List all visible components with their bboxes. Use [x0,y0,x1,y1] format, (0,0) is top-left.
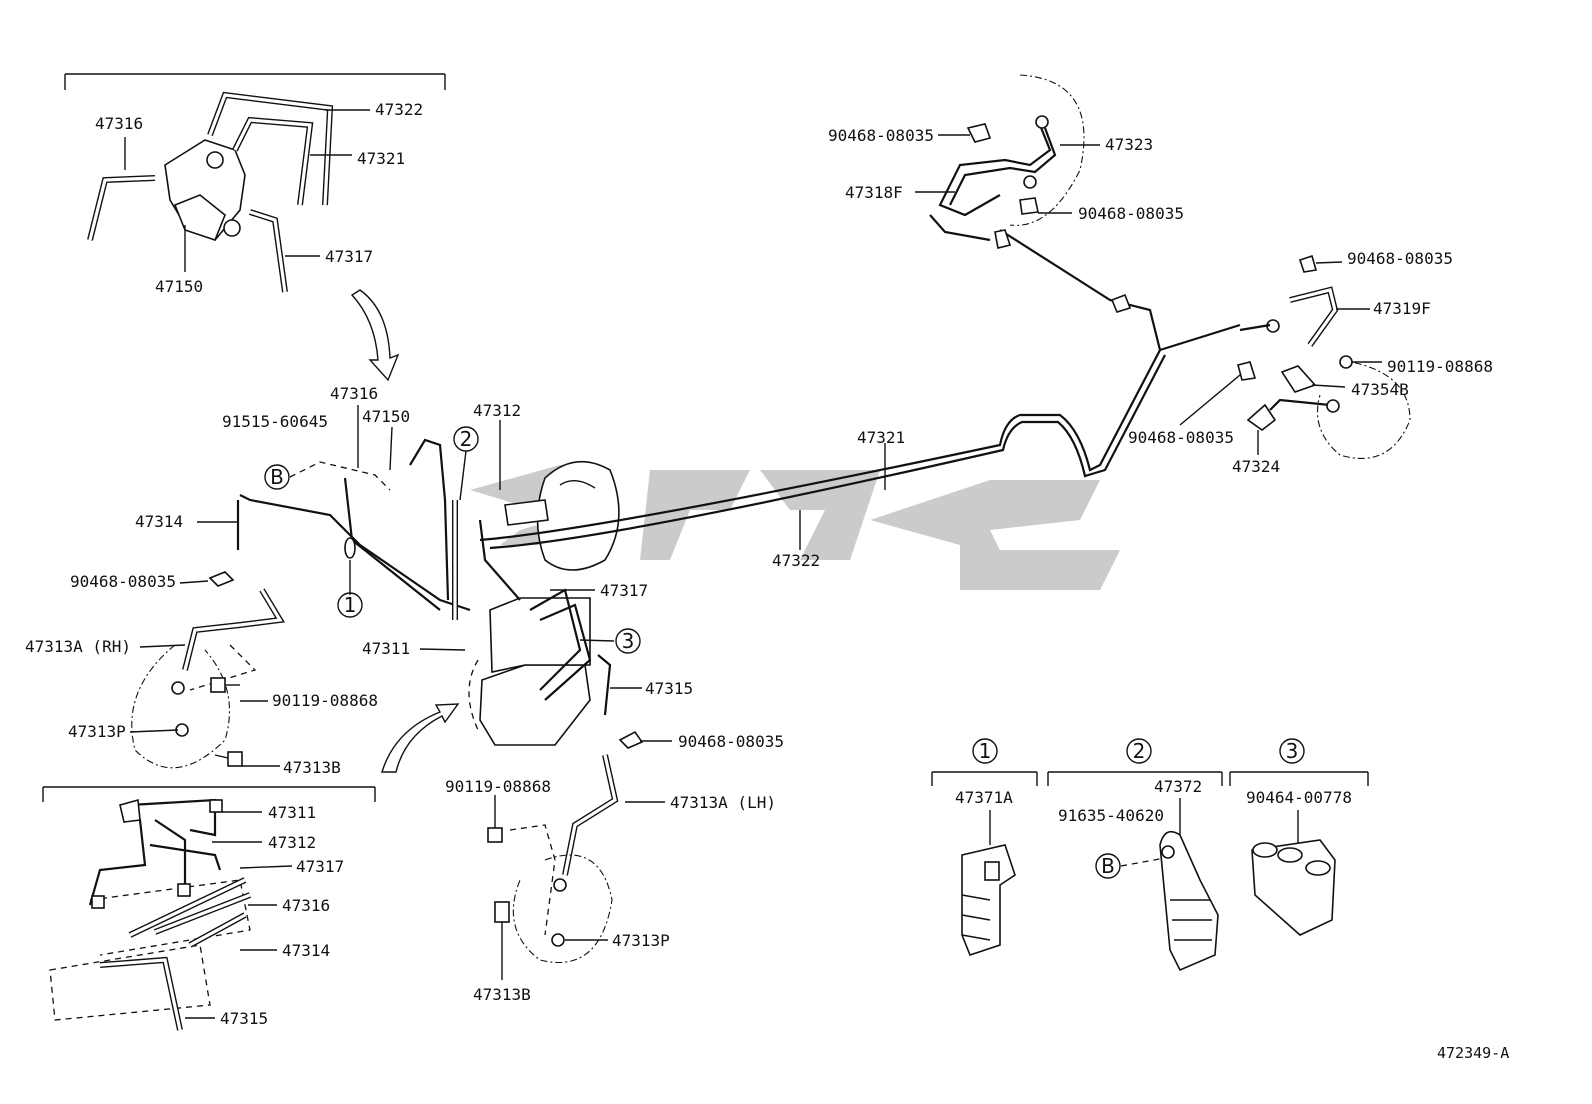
label-47321-top: 47321 [357,149,405,168]
label-47322-top: 47322 [375,100,423,119]
label-47313b-rh: 47313B [283,758,341,777]
label-47311-main: 47311 [362,639,410,658]
arrow-icon [350,289,400,382]
label-90119-08868-rh: 90119-08868 [272,691,378,710]
label-47150-top: 47150 [155,277,203,296]
label-47315-inset: 47315 [220,1009,268,1028]
label-47315-main: 47315 [645,679,693,698]
legend-ref-b: B [1101,854,1115,878]
bottom-inset: 47311 47312 47317 47316 47314 47315 [42,786,376,1031]
clamp-icon [1159,830,1219,972]
rear-assembly: 90468-08035 47323 47318F 90468-08035 904… [828,74,1493,476]
label-47317-inset: 47317 [296,857,344,876]
label-90468-08035-rear-a: 90468-08035 [828,126,934,145]
label-47319f: 47319F [1373,299,1431,318]
label-47312-main: 47312 [473,401,521,420]
label-47313a-rh: 47313A (RH) [25,637,131,656]
legend-index-2: 2 [1133,739,1146,763]
circled-1-main: 1 [344,593,357,617]
label-90119-08868-lh: 90119-08868 [445,777,551,796]
label-47316-main: 47316 [330,384,378,403]
label-47317-main: 47317 [600,581,648,600]
legend-part-91635-40620: 91635-40620 [1058,806,1164,825]
label-47316-inset: 47316 [282,896,330,915]
diagram-id-label: 472349-A [1437,1044,1509,1062]
label-90468-08035-rear-b: 90468-08035 [1078,204,1184,223]
legend-part-47372: 47372 [1154,777,1202,796]
label-47150-main: 47150 [362,407,410,426]
label-90119-08868-rear: 90119-08868 [1387,357,1493,376]
legend-index-3: 3 [1286,739,1299,763]
label-47318f: 47318F [845,183,903,202]
label-47321-main: 47321 [857,428,905,447]
label-47313a-lh: 47313A (LH) [670,793,776,812]
main-assembly: 1 2 3 B 47316 47150 91515-60645 47312 47… [25,229,1241,1004]
label-47313p-rh: 47313P [68,722,126,741]
label-47314-main: 47314 [135,512,183,531]
circled-3-main: 3 [622,629,635,653]
legend-index-1: 1 [979,739,992,763]
master-cylinder-icon [504,460,620,571]
legend-part-90464-00778: 90464-00778 [1246,788,1352,807]
label-47354b: 47354B [1351,380,1409,399]
label-47314-inset: 47314 [282,941,330,960]
legend-part-47371a: 47371A [955,788,1013,807]
label-90468-08035-rear-c: 90468-08035 [1347,249,1453,268]
bolt-icon [210,677,243,767]
label-47324: 47324 [1232,457,1280,476]
label-47313p-lh: 47313P [612,931,670,950]
circled-b-main: B [270,465,284,489]
label-91515-60645: 91515-60645 [222,412,328,431]
label-47316-top: 47316 [95,114,143,133]
top-inset: 47316 47322 47321 47150 47317 [64,73,446,296]
clamp-legend: 1 47371A 2 47372 91635-40620 B 3 [931,738,1369,972]
bolt-icon [487,827,510,923]
circled-2-main: 2 [460,427,473,451]
label-47323: 47323 [1105,135,1153,154]
label-47317-top: 47317 [325,247,373,266]
label-47312-inset: 47312 [268,833,316,852]
clamp-icon [961,844,1016,956]
label-90468-08035-lh: 90468-08035 [678,732,784,751]
label-90468-08035-rear-d: 90468-08035 [1128,428,1234,447]
label-47322-main: 47322 [772,551,820,570]
clamp-icon [1251,839,1336,936]
proportioning-valve-icon [164,139,246,241]
label-90468-08035-rh: 90468-08035 [70,572,176,591]
label-47311-inset: 47311 [268,803,316,822]
label-47313b-lh: 47313B [473,985,531,1004]
